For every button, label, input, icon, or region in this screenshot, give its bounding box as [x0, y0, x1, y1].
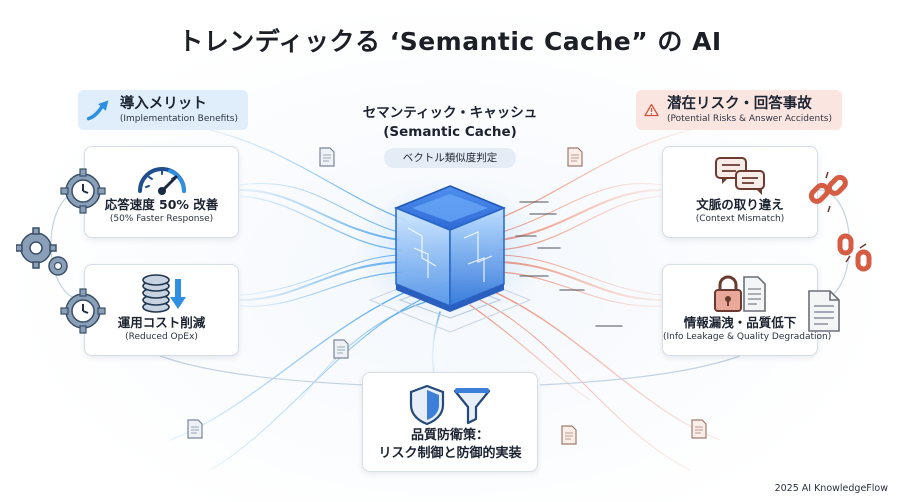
broken-chain-icon [837, 233, 872, 272]
document-icon [561, 425, 577, 445]
risks-heading: 潜在リスク・回答事故 (Potential Risks & Answer Acc… [636, 90, 842, 130]
risk-card-context-mismatch: 文脈の取り違え (Context Mismatch) [662, 146, 818, 238]
document-icon [691, 419, 707, 439]
benefit-sub-reduced-opex: (Reduced OpEx) [125, 332, 198, 342]
benefit-label-reduced-opex: 運用コスト削減 [117, 315, 206, 330]
defense-line2: リスク制御と防御的実装 [378, 446, 522, 461]
document-icon [187, 419, 203, 439]
broken-chain-icon [808, 171, 848, 212]
benefit-label-faster-response: 応答速度 50% 改善 [104, 197, 219, 212]
benefits-heading-label: 導入メリット [119, 96, 207, 112]
document-icon [808, 290, 840, 332]
gear-clock-icon [60, 288, 106, 334]
coins-down-arrow-icon [141, 274, 186, 313]
trend-up-arrow-icon [86, 100, 109, 121]
center-title-line1: セマンティック・キャッシュ [362, 105, 538, 121]
benefits-heading: 導入メリット (Implementation Benefits) [78, 90, 248, 130]
chat-bubbles-icon [715, 157, 765, 195]
defense-line1: 品質防衛策： [410, 428, 489, 443]
document-icon [567, 147, 583, 167]
defense-card: 品質防衛策： リスク制御と防御的実装 [362, 372, 538, 472]
benefits-heading-sub: (Implementation Benefits) [119, 114, 238, 124]
risk-sub-context-mismatch: (Context Mismatch) [695, 214, 785, 224]
document-icon [333, 339, 349, 359]
center-title-line2: (Semantic Cache) [383, 124, 517, 140]
risks-heading-label: 潜在リスク・回答事故 [667, 96, 812, 112]
vector-similarity-badge: ベクトル類似度判定 [384, 148, 516, 168]
benefit-card-faster-response: 応答速度 50% 改善 (50% Faster Response) [84, 146, 239, 238]
document-icon [319, 147, 335, 167]
footer-credit: 2025 AI KnowledgeFlow [774, 483, 888, 494]
risk-sub-info-leakage: (Info Leakage & Quality Degradation) [663, 332, 832, 342]
gears-icon [16, 227, 68, 276]
warning-triangle-icon [644, 103, 659, 117]
risk-card-info-leakage: 情報漏洩・品質低下 (Info Leakage & Quality Degrad… [662, 264, 832, 356]
semantic-cache-cube-icon [394, 185, 506, 312]
risk-label-info-leakage: 情報漏洩・品質低下 [683, 315, 797, 330]
risk-label-context-mismatch: 文脈の取り違え [696, 197, 784, 212]
lock-and-document-icon [714, 275, 766, 312]
benefit-sub-faster-response: (50% Faster Response) [109, 214, 214, 224]
center-title: セマンティック・キャッシュ (Semantic Cache) [340, 104, 560, 142]
shield-and-filter-icon [409, 384, 491, 426]
page-title: トレンディックる ‘Semantic Cache” の AI [178, 27, 722, 56]
risks-heading-sub: (Potential Risks & Answer Accidents) [667, 114, 832, 124]
benefit-card-reduced-opex: 運用コスト削減 (Reduced OpEx) [84, 264, 239, 356]
gear-clock-icon [60, 168, 106, 214]
speedometer-icon [137, 167, 186, 195]
